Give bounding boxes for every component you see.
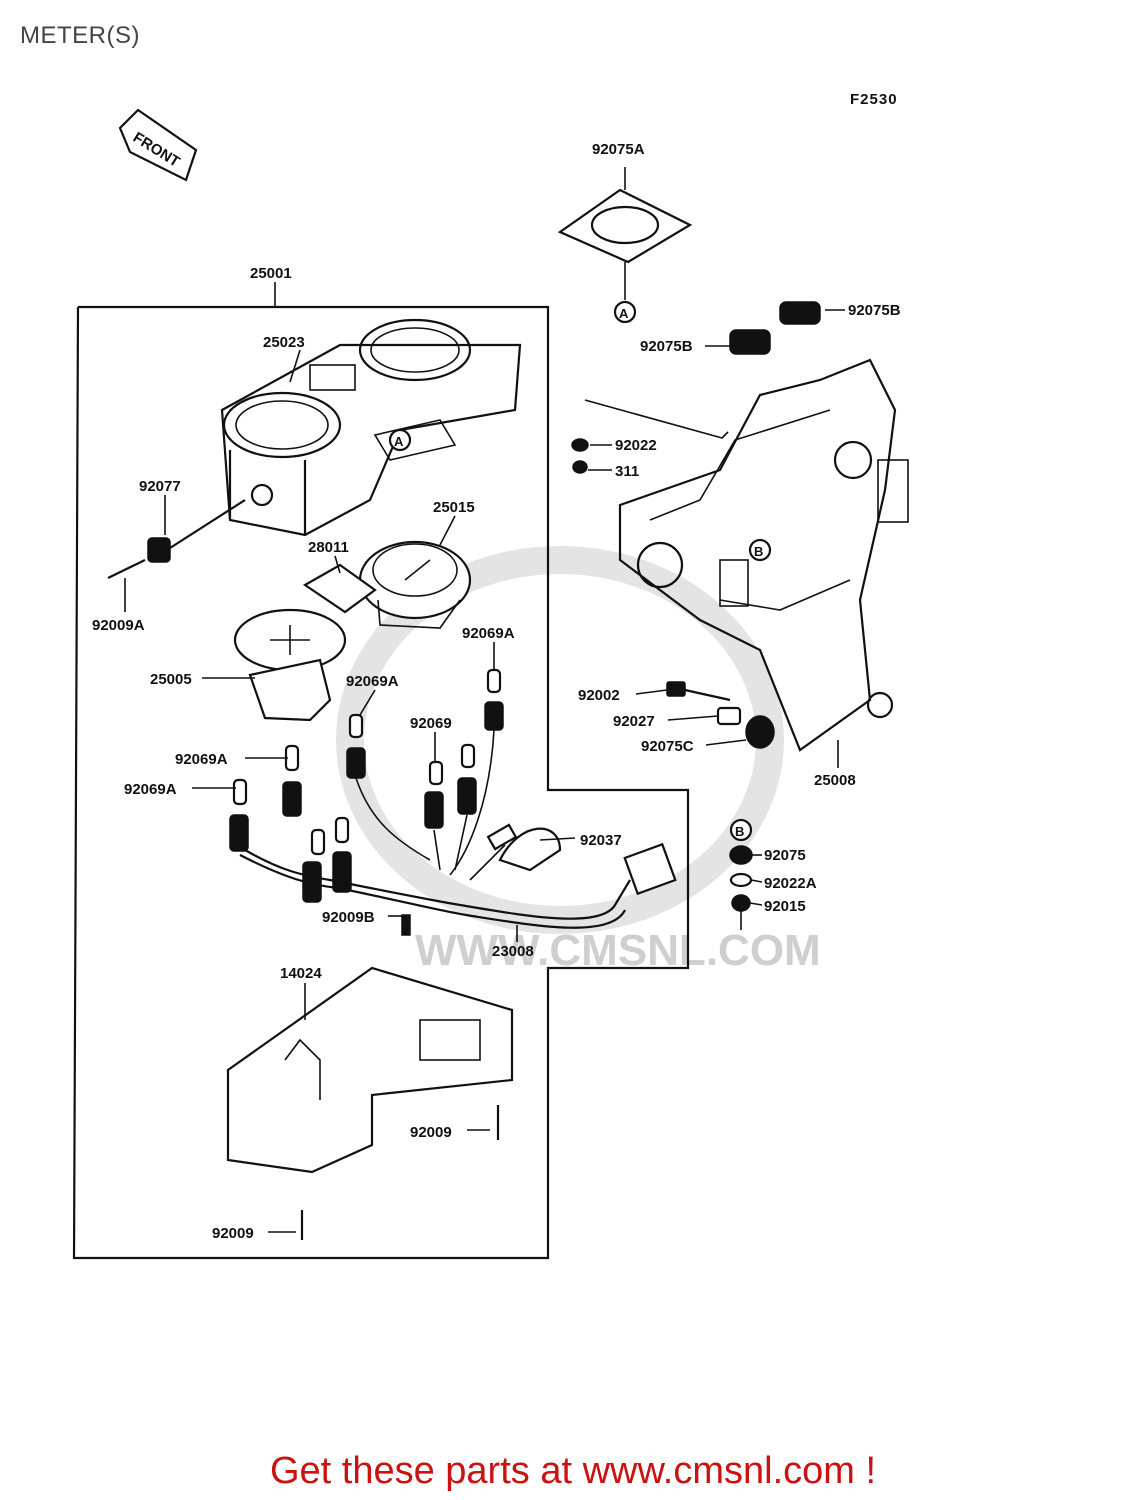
parts-diagram: WWW.CMSNL.COM F2530 FRONT — [72, 91, 909, 1260]
meter-lower-cover — [226, 966, 514, 1240]
tachometer-unit — [233, 608, 347, 722]
label-92075b-2: 92075B — [640, 338, 693, 355]
marker-a-top: A — [613, 300, 637, 324]
marker-b-bracket: B — [748, 538, 772, 562]
label-25023: 25023 — [263, 334, 305, 351]
label-25008: 25008 — [814, 772, 856, 789]
label-25005: 25005 — [150, 671, 192, 688]
part-numbers: 25001 25023 92077 92009A 25015 28011 250… — [92, 141, 901, 1242]
label-92037: 92037 — [580, 832, 622, 849]
label-92069: 92069 — [410, 715, 452, 732]
label-92009-1: 92009 — [410, 1124, 452, 1141]
washer-92022a — [729, 872, 753, 888]
label-92075b-1: 92075B — [848, 302, 901, 319]
label-92009b: 92009B — [322, 909, 375, 926]
label-14024: 14024 — [280, 965, 322, 982]
page-title: METER(S) — [20, 22, 140, 49]
meter-housing — [220, 318, 522, 537]
svg-text:A: A — [619, 306, 629, 321]
grommet-92075b-top — [779, 301, 821, 325]
label-92069a-2: 92069A — [346, 673, 399, 690]
label-92027: 92027 — [613, 713, 655, 730]
svg-text:B: B — [754, 544, 763, 559]
label-28011: 28011 — [308, 539, 349, 556]
label-25001: 25001 — [250, 265, 292, 282]
harness-clamp — [498, 827, 562, 872]
label-92002: 92002 — [578, 687, 620, 704]
label-92009-2: 92009 — [212, 1225, 254, 1242]
cmsnl-parts-link[interactable]: Get these parts at www.cmsnl.com ! — [269, 1450, 877, 1492]
bolt-92002 — [666, 681, 686, 697]
washer-92022 — [571, 438, 589, 452]
marker-b-parts: B — [729, 818, 753, 842]
label-92075c: 92075C — [641, 738, 694, 755]
meter-bracket — [618, 358, 909, 752]
svg-text:B: B — [735, 824, 744, 839]
label-92022: 92022 — [615, 437, 657, 454]
watermark-logo: WWW.CMSNL.COM — [336, 546, 821, 975]
marker-a-housing: A — [388, 428, 412, 452]
figure-code: F2530 — [850, 91, 898, 108]
label-25015: 25015 — [433, 499, 475, 516]
bulb-sockets — [229, 668, 504, 903]
speedometer-unit — [358, 540, 472, 629]
label-92069a-1: 92069A — [462, 625, 515, 642]
label-92075a: 92075A — [592, 141, 645, 158]
label-92075: 92075 — [764, 847, 806, 864]
grommet-92075c — [745, 715, 775, 749]
label-92077: 92077 — [139, 478, 181, 495]
front-arrow-icon: FRONT — [118, 108, 198, 182]
nut-92015 — [731, 894, 751, 912]
collar-92027 — [716, 706, 742, 726]
assembly-frame — [72, 305, 690, 1260]
grommet-92075 — [729, 845, 753, 865]
indicator-plate — [302, 563, 377, 614]
leader-lines — [124, 309, 845, 1233]
label-92069a-4: 92069A — [124, 781, 177, 798]
svg-text:A: A — [394, 434, 404, 449]
label-23008: 23008 — [492, 943, 534, 960]
cable-fitting — [107, 499, 246, 579]
wiring-harness — [239, 729, 677, 936]
label-311: 311 — [615, 463, 639, 480]
rubber-cap — [557, 167, 693, 300]
label-92015: 92015 — [764, 898, 806, 915]
watermark-text: WWW.CMSNL.COM — [415, 926, 821, 975]
grommet-92075b — [729, 329, 771, 355]
label-92069a-3: 92069A — [175, 751, 228, 768]
nut-311 — [572, 460, 588, 474]
label-92009a: 92009A — [92, 617, 145, 634]
label-92022a: 92022A — [764, 875, 817, 892]
